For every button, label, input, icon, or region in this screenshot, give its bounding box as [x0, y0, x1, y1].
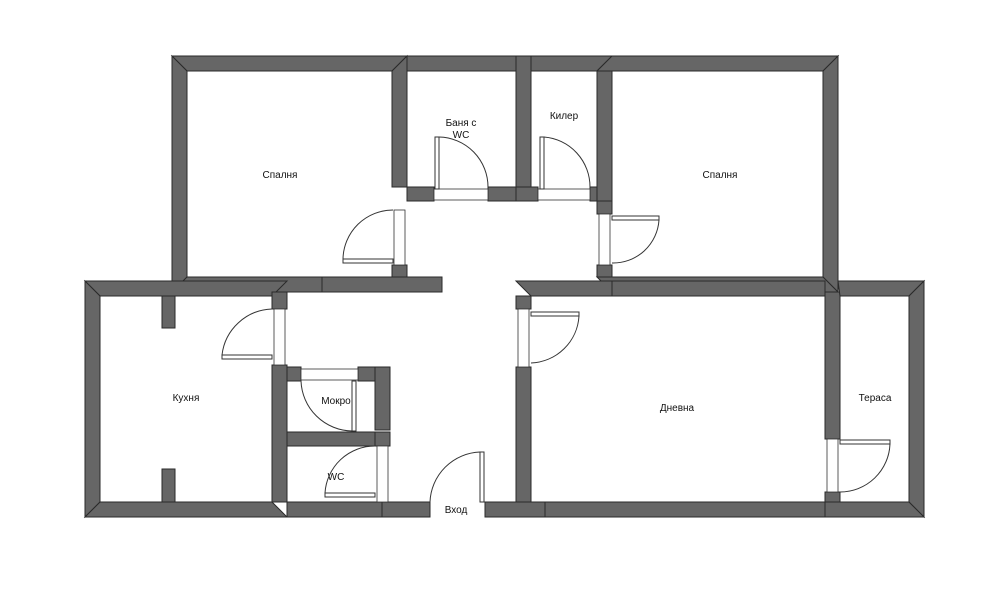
door-bedroom-left [342, 209, 406, 266]
door-wc [324, 445, 389, 503]
wall-kitchen [83, 279, 289, 519]
door-bathroom [433, 136, 489, 201]
doors [221, 136, 891, 503]
door-living [517, 308, 580, 368]
door-laundry [300, 368, 359, 432]
door-bedroom-right [598, 213, 660, 266]
door-terrace [826, 438, 891, 493]
label-entrance: Вход [445, 505, 468, 516]
label-pantry: Килер [550, 111, 579, 122]
door-entrance [429, 451, 485, 503]
wall-living [484, 280, 841, 518]
walls [83, 54, 926, 519]
door-kitchen [221, 308, 286, 366]
wall-terrace [824, 279, 926, 519]
label-living-room: Дневна [660, 403, 695, 414]
label-bedroom-right: Спалня [703, 170, 738, 181]
label-kitchen: Кухня [173, 393, 200, 404]
room-labels: Спалня Баня с WC Килер Спалня Кухня Мокр… [173, 111, 892, 516]
label-laundry: Мокро [321, 396, 351, 407]
label-wc: WC [328, 472, 345, 483]
label-bathroom-line2: WC [453, 130, 470, 141]
label-bedroom-left: Спалня [263, 170, 298, 181]
door-pantry [537, 136, 591, 201]
label-terrace: Тераса [859, 393, 892, 404]
label-bathroom-line1: Баня с [446, 118, 477, 129]
